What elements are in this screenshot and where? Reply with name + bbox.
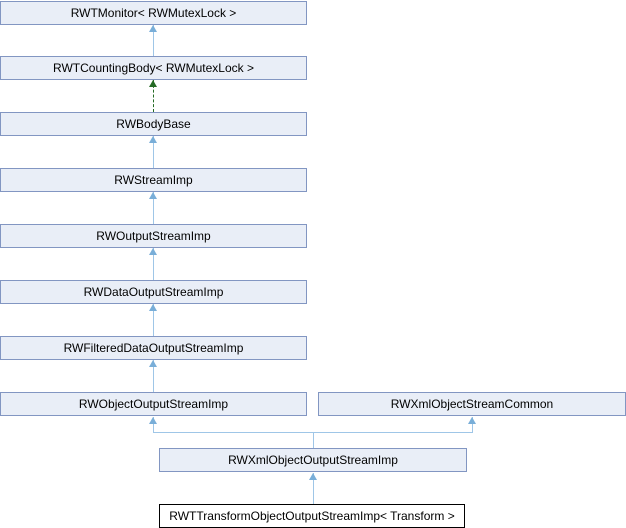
inheritance-arrowhead xyxy=(309,473,317,480)
inheritance-edge-transform-xmloutput xyxy=(313,473,314,504)
inheritance-arrowhead xyxy=(149,192,157,199)
inheritance-arrowhead xyxy=(468,417,476,424)
inheritance-arrowhead-green xyxy=(149,80,157,87)
inheritance-edge-countingbody-monitor xyxy=(153,25,154,56)
inheritance-edge-outputstreamimp-streamimp xyxy=(153,192,154,224)
node-rwdataoutputstreamimp[interactable]: RWDataOutputStreamImp xyxy=(0,280,307,304)
inheritance-arrowhead xyxy=(149,304,157,311)
node-rwttransformobjectoutputstreamimp: RWTTransformObjectOutputStreamImp< Trans… xyxy=(159,504,465,528)
inheritance-edge-xmloutput-objectoutput-stub xyxy=(153,417,154,432)
inheritance-arrowhead xyxy=(149,136,157,143)
inheritance-edge-dataoutput-output xyxy=(153,248,154,280)
inheritance-arrowhead xyxy=(149,25,157,32)
inheritance-arrowhead xyxy=(149,360,157,367)
node-rwtmonitor[interactable]: RWTMonitor< RWMutexLock > xyxy=(0,1,307,25)
node-rwstreamimp[interactable]: RWStreamImp xyxy=(0,168,307,192)
inheritance-edge-merge-drop xyxy=(313,432,314,448)
inheritance-edge-streamimp-bodybase xyxy=(153,136,154,168)
inheritance-edge-bodybase-countingbody xyxy=(153,80,154,112)
inheritance-arrowhead xyxy=(149,417,157,424)
inheritance-edge-filtered-dataoutput xyxy=(153,304,154,336)
node-rwbodybase[interactable]: RWBodyBase xyxy=(0,112,307,136)
inheritance-arrowhead xyxy=(149,248,157,255)
node-rwxmlobjectstreamcommon[interactable]: RWXmlObjectStreamCommon xyxy=(318,392,626,416)
node-rwtcountingbody[interactable]: RWTCountingBody< RWMutexLock > xyxy=(0,56,307,80)
node-rwxmlobjectoutputstreamimp[interactable]: RWXmlObjectOutputStreamImp xyxy=(159,448,467,472)
node-rwfiltereddataoutputstreamimp[interactable]: RWFilteredDataOutputStreamImp xyxy=(0,336,307,360)
node-rwobjectoutputstreamimp[interactable]: RWObjectOutputStreamImp xyxy=(0,392,307,416)
node-rwoutputstreamimp[interactable]: RWOutputStreamImp xyxy=(0,224,307,248)
inheritance-edge-xmloutput-streamcommon-stub xyxy=(472,417,473,432)
inheritance-edge-objectoutput-filtered xyxy=(153,360,154,392)
